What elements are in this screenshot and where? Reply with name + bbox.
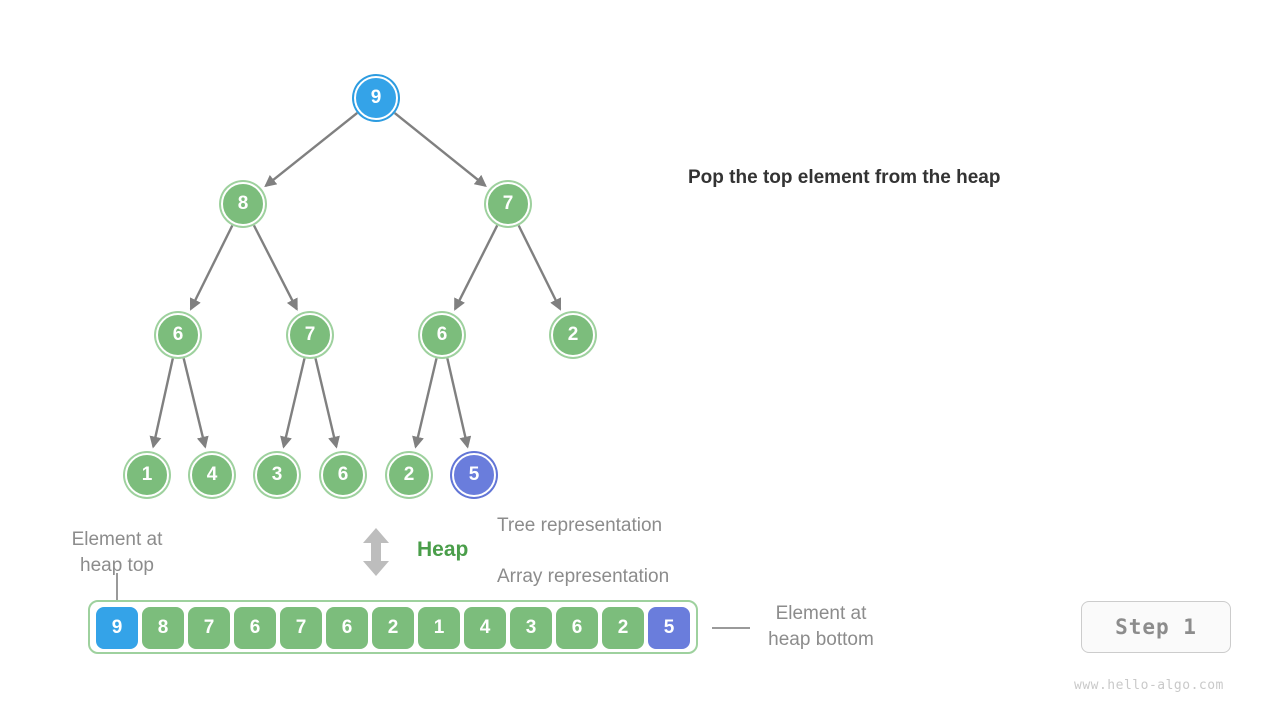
heap-label: Heap bbox=[417, 538, 469, 561]
tree-node[interactable]: 7 bbox=[288, 313, 332, 357]
array-cell[interactable]: 3 bbox=[509, 606, 553, 650]
double-arrow-vertical-icon bbox=[363, 528, 389, 576]
tree-edge bbox=[182, 358, 209, 449]
tree-edge bbox=[453, 224, 499, 311]
step-badge: Step 1 bbox=[1081, 601, 1231, 653]
page-title: Pop the top element from the heap bbox=[688, 167, 1001, 188]
tree-edge bbox=[264, 112, 358, 188]
tree-edge bbox=[149, 358, 174, 449]
tree-node[interactable]: 1 bbox=[125, 453, 169, 497]
watermark: www.hello-algo.com bbox=[1074, 678, 1224, 693]
tree-node[interactable]: 6 bbox=[321, 453, 365, 497]
tree-node[interactable]: 4 bbox=[190, 453, 234, 497]
array-cell[interactable]: 8 bbox=[141, 606, 185, 650]
array-cell[interactable]: 2 bbox=[371, 606, 415, 650]
array-cell[interactable]: 4 bbox=[463, 606, 507, 650]
connector-heap-top bbox=[116, 573, 118, 601]
tree-node[interactable]: 7 bbox=[486, 182, 530, 226]
caption-array-representation: Array representation bbox=[497, 566, 670, 587]
tree-node[interactable]: 3 bbox=[255, 453, 299, 497]
tree-node[interactable]: 8 bbox=[221, 182, 265, 226]
tree-node[interactable]: 2 bbox=[387, 453, 431, 497]
array-cell[interactable]: 7 bbox=[279, 606, 323, 650]
tree-node[interactable]: 5 bbox=[452, 453, 496, 497]
array-cell[interactable]: 1 bbox=[417, 606, 461, 650]
array-cell[interactable]: 9 bbox=[95, 606, 139, 650]
tree-edge bbox=[149, 112, 562, 449]
tree-edge bbox=[517, 224, 562, 311]
tree-node[interactable]: 2 bbox=[551, 313, 595, 357]
tree-edge bbox=[393, 112, 487, 188]
connector-heap-bottom bbox=[712, 627, 750, 629]
tree-edge bbox=[252, 224, 298, 311]
tree-node[interactable]: 9 bbox=[354, 76, 398, 120]
tree-node[interactable]: 6 bbox=[420, 313, 464, 357]
array-cell[interactable]: 6 bbox=[555, 606, 599, 650]
array-cell[interactable]: 6 bbox=[233, 606, 277, 650]
array-cell[interactable]: 6 bbox=[325, 606, 369, 650]
caption-tree-representation: Tree representation bbox=[497, 515, 663, 536]
tree-node[interactable]: 6 bbox=[156, 313, 200, 357]
tree-edge bbox=[189, 224, 234, 311]
array-cell[interactable]: 2 bbox=[601, 606, 645, 650]
tree-edge bbox=[280, 358, 306, 449]
tree-edge bbox=[314, 358, 340, 449]
array-cell[interactable]: 7 bbox=[187, 606, 231, 650]
tree-edge bbox=[412, 358, 438, 449]
tree-edge bbox=[446, 358, 472, 449]
array-cell[interactable]: 5 bbox=[647, 606, 691, 650]
